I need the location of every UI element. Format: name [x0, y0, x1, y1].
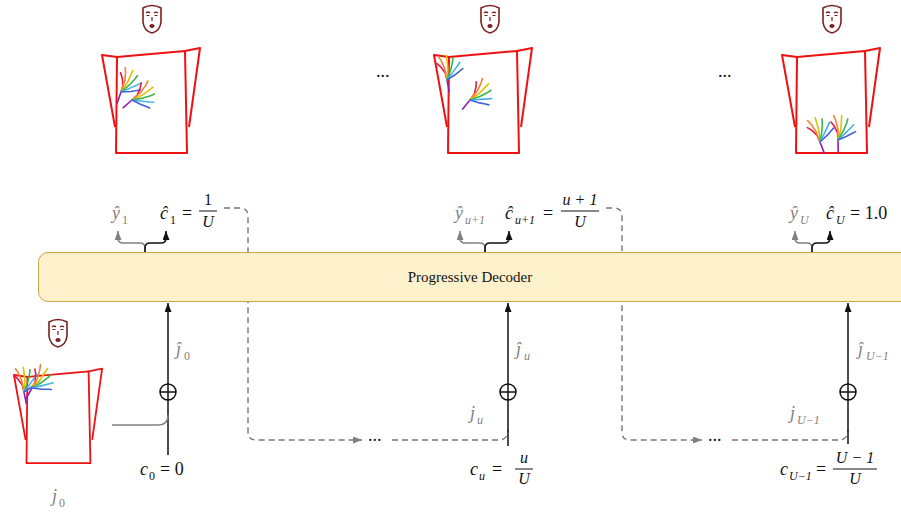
- math-label: U−1: [866, 350, 889, 362]
- math-label: =: [492, 460, 502, 478]
- feedback-line: [224, 208, 362, 440]
- face-icon: [823, 6, 841, 34]
- math-label: u+1: [465, 214, 485, 226]
- counter-arrow: [812, 231, 830, 252]
- math-label: U−1: [789, 470, 812, 482]
- math-label: u+1: [515, 214, 535, 226]
- counter-arrow: [145, 231, 166, 252]
- math-label: =: [816, 460, 826, 478]
- math-label: U: [518, 471, 530, 487]
- skeleton-body: [782, 48, 880, 153]
- counter-line: [847, 400, 849, 444]
- math-label: u: [524, 350, 530, 362]
- input-line: [732, 430, 848, 440]
- hand-skeleton: [429, 53, 466, 93]
- block-label: Progressive Decoder: [408, 269, 533, 286]
- face-icon: [49, 320, 67, 348]
- math-label: ...: [718, 62, 732, 80]
- math-label: u: [479, 470, 485, 482]
- pose-arrow: [118, 231, 145, 252]
- math-label: c: [470, 460, 478, 478]
- math-label: 1: [170, 214, 176, 226]
- math-label: ĉ: [505, 204, 513, 222]
- math-label: j: [52, 487, 57, 505]
- math-label: U: [836, 214, 845, 226]
- math-label: ...: [708, 426, 722, 444]
- math-label: ĉ: [826, 204, 834, 222]
- sum-symbol: [500, 384, 516, 400]
- math-label: U − 1: [836, 450, 874, 466]
- math-label: j: [470, 404, 475, 422]
- math-label: u: [477, 414, 483, 426]
- math-label: c: [140, 460, 148, 478]
- math-label: ...: [368, 426, 382, 444]
- pose-arrow: [460, 231, 485, 252]
- math-label: ĵ: [176, 340, 181, 358]
- math-label: u: [520, 450, 528, 466]
- feedback-line: [224, 208, 848, 440]
- math-label: 0: [59, 497, 65, 509]
- math-label: =: [182, 204, 192, 222]
- math-label: 1: [122, 214, 128, 226]
- sum-symbol: [840, 384, 856, 400]
- fraction-bar: [833, 469, 877, 470]
- feedback-line: [606, 208, 702, 440]
- math-label: 0: [184, 350, 190, 362]
- math-label: 0: [149, 470, 155, 482]
- input-line: [392, 430, 508, 440]
- math-label: ŷ: [112, 204, 120, 222]
- math-label: U: [574, 214, 586, 230]
- hand-skeleton: [819, 112, 859, 154]
- pose-line: [112, 415, 168, 425]
- math-label: U: [849, 471, 861, 487]
- fraction-bar: [199, 211, 877, 469]
- input-arrows: [112, 303, 848, 455]
- math-label: U: [202, 214, 214, 230]
- skeleton-body: [434, 48, 532, 153]
- sum-symbol: [160, 384, 176, 400]
- math-label: = 1.0: [850, 204, 887, 222]
- sum-symbol: [160, 384, 856, 400]
- math-label: ŷ: [790, 204, 798, 222]
- pose-arrow: [795, 231, 812, 252]
- hand-skeleton: [803, 117, 835, 154]
- sum-symbol: [160, 384, 176, 400]
- hand-skeleton: [15, 363, 57, 403]
- counter-arrow: [485, 231, 509, 252]
- math-label: j: [790, 404, 795, 422]
- math-label: ĵ: [516, 340, 521, 358]
- math-label: = 0: [160, 460, 184, 478]
- math-label: ĉ: [160, 204, 168, 222]
- math-label: ...: [376, 62, 390, 80]
- input-arrow: [847, 303, 849, 384]
- fraction-bar: [515, 469, 533, 470]
- math-label: u + 1: [563, 192, 598, 208]
- decoder-band: Progressive Decoder: [38, 252, 901, 302]
- math-label: =: [543, 204, 553, 222]
- face-icon: [143, 6, 161, 34]
- counter-line: [167, 400, 169, 455]
- math-label: ŷ: [455, 204, 463, 222]
- sum-symbol: [500, 384, 516, 400]
- math-label: U: [800, 214, 809, 226]
- sum-symbol: [840, 384, 856, 400]
- math-label: c: [780, 460, 788, 478]
- hand-skeleton: [119, 80, 156, 112]
- input-arrow: [507, 303, 509, 384]
- face-icon: [481, 6, 499, 34]
- math-label: ĵ: [858, 340, 863, 358]
- hand-skeleton: [455, 77, 495, 114]
- math-label: U−1: [797, 414, 820, 426]
- output-arrows: [118, 231, 830, 252]
- fraction-bar: [199, 211, 217, 212]
- skeleton-body: [102, 48, 200, 153]
- fraction-bar: [561, 211, 599, 212]
- math-label: 1: [204, 192, 212, 208]
- input-arrow: [167, 303, 169, 384]
- counter-line: [507, 400, 509, 446]
